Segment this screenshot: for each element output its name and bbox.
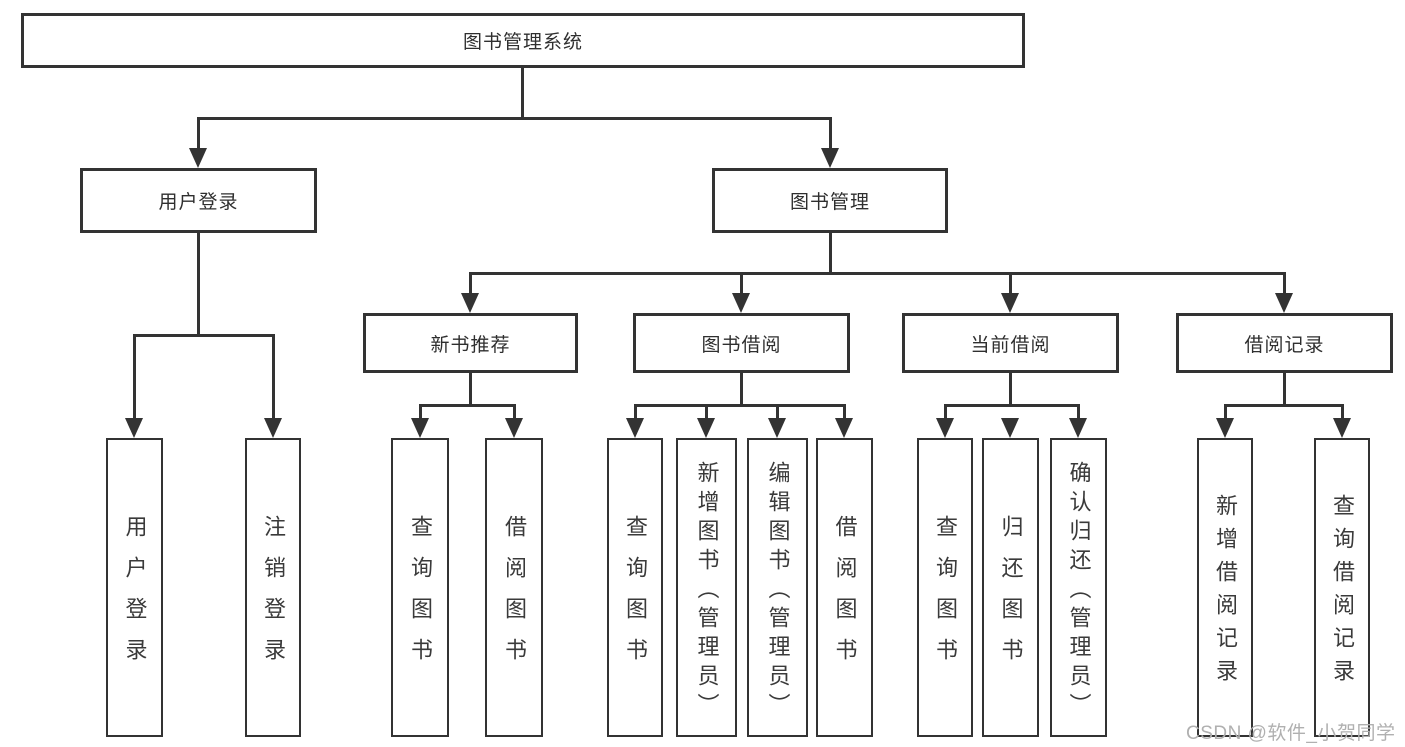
node-current-borrowing: 当前借阅 (902, 313, 1119, 373)
watermark: CSDN @软件_小贺同学 (1186, 723, 1396, 744)
leaf-logout-label: 注销登录 (261, 515, 286, 679)
connector-line (1009, 272, 1012, 296)
node-user-login-label: 用户登录 (158, 192, 239, 213)
node-borrowing-records-label: 借阅记录 (1244, 334, 1325, 356)
leaf-return-books: 归还图书 (982, 438, 1039, 737)
leaf-edit-books-admin: 编辑图书（管理员） (747, 438, 808, 737)
connector-line (634, 404, 637, 420)
connector-line (513, 404, 516, 420)
leaf-add-borrow-record: 新增借阅记录 (1197, 438, 1253, 737)
connector-line (843, 404, 846, 420)
connector-line (1009, 373, 1012, 407)
connector-line (1283, 373, 1286, 407)
leaf-logout: 注销登录 (245, 438, 301, 737)
leaf-recommend-borrow-books-label: 借阅图书 (502, 515, 527, 679)
node-book-borrowing: 图书借阅 (633, 313, 850, 373)
connector-line (1224, 404, 1344, 407)
arrow-down-icon (1001, 293, 1019, 313)
connector-line (521, 68, 524, 119)
arrow-down-icon (1275, 293, 1293, 313)
node-book-borrowing-label: 图书借阅 (701, 334, 782, 356)
arrow-down-icon (626, 418, 644, 438)
connector-line (776, 404, 779, 420)
leaf-borrow-borrow-books: 借阅图书 (816, 438, 873, 737)
connector-line (740, 272, 743, 296)
connector-line (705, 404, 708, 420)
leaf-confirm-return-admin: 确认归还（管理员） (1050, 438, 1107, 737)
node-new-book-recommendation: 新书推荐 (363, 313, 578, 373)
node-new-book-recommendation-label: 新书推荐 (430, 334, 511, 356)
leaf-borrow-query-books-label: 查询图书 (623, 515, 648, 679)
connector-line (419, 404, 515, 407)
leaf-add-books-admin-label: 新增图书（管理员） (694, 460, 720, 722)
leaf-add-borrow-record-label: 新增借阅记录 (1213, 494, 1238, 692)
arrow-down-icon (461, 293, 479, 313)
connector-line (197, 233, 200, 337)
connector-line (272, 334, 275, 420)
leaf-user-login-label: 用户登录 (122, 515, 148, 679)
arrow-down-icon (264, 418, 282, 438)
arrow-down-icon (505, 418, 523, 438)
connector-line (944, 404, 1080, 407)
connector-line (469, 272, 472, 296)
node-book-management-label: 图书管理 (789, 192, 870, 213)
leaf-query-borrow-record: 查询借阅记录 (1314, 438, 1370, 737)
connector-line (634, 404, 846, 407)
leaf-current-query-books-label: 查询图书 (933, 515, 958, 679)
arrow-down-icon (768, 418, 786, 438)
arrow-down-icon (125, 418, 143, 438)
connector-line (469, 272, 1286, 275)
arrow-down-icon (835, 418, 853, 438)
node-root-system: 图书管理系统 (21, 13, 1025, 68)
connector-line (740, 373, 743, 407)
leaf-return-books-label: 归还图书 (998, 515, 1024, 679)
connector-line (133, 334, 275, 337)
leaf-borrow-borrow-books-label: 借阅图书 (832, 515, 858, 679)
arrow-down-icon (411, 418, 429, 438)
connector-line (1224, 404, 1227, 420)
connector-line (197, 117, 200, 150)
node-borrowing-records: 借阅记录 (1176, 313, 1393, 373)
arrow-down-icon (821, 148, 839, 168)
leaf-edit-books-admin-label: 编辑图书（管理员） (765, 460, 791, 722)
leaf-recommend-query-books-label: 查询图书 (408, 515, 433, 679)
connector-line (133, 334, 136, 420)
arrow-down-icon (1069, 418, 1087, 438)
arrow-down-icon (697, 418, 715, 438)
arrow-down-icon (1333, 418, 1351, 438)
node-root-system-label: 图书管理系统 (462, 32, 583, 53)
node-current-borrowing-label: 当前借阅 (970, 334, 1051, 356)
leaf-current-query-books: 查询图书 (917, 438, 973, 737)
node-book-management: 图书管理 (712, 168, 948, 233)
leaf-recommend-borrow-books: 借阅图书 (485, 438, 543, 737)
arrow-down-icon (1001, 418, 1019, 438)
connector-line (1283, 272, 1286, 296)
arrow-down-icon (189, 148, 207, 168)
connector-line (469, 373, 472, 407)
connector-line (198, 117, 832, 120)
connector-line (829, 233, 832, 275)
leaf-recommend-query-books: 查询图书 (391, 438, 449, 737)
arrow-down-icon (732, 293, 750, 313)
leaf-query-borrow-record-label: 查询借阅记录 (1330, 494, 1355, 692)
connector-line (944, 404, 947, 420)
arrow-down-icon (936, 418, 954, 438)
connector-line (1077, 404, 1080, 420)
leaf-user-login: 用户登录 (106, 438, 163, 737)
arrow-down-icon (1216, 418, 1234, 438)
connector-line (419, 404, 422, 420)
connector-line (1341, 404, 1344, 420)
node-user-login: 用户登录 (80, 168, 317, 233)
leaf-borrow-query-books: 查询图书 (607, 438, 663, 737)
leaf-confirm-return-admin-label: 确认归还（管理员） (1066, 460, 1092, 722)
leaf-add-books-admin: 新增图书（管理员） (676, 438, 737, 737)
connector-line (829, 117, 832, 150)
